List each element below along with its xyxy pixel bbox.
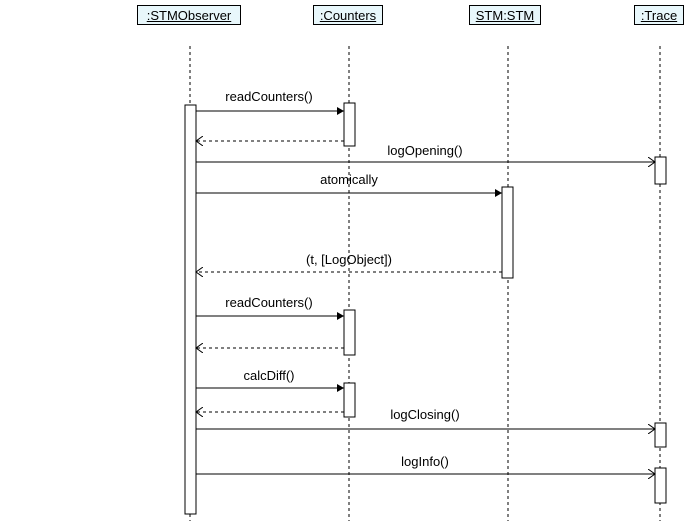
activation-trace-3 <box>654 467 667 504</box>
message-label: logInfo() <box>401 454 449 469</box>
message-label: readCounters() <box>225 295 312 310</box>
message-label: (t, [LogObject]) <box>306 252 392 267</box>
message-label: calcDiff() <box>243 368 294 383</box>
activation-stm <box>501 186 514 279</box>
activation-trace-1 <box>654 156 667 185</box>
lifeline-head-stm[interactable]: STM:STM <box>469 5 541 25</box>
message-label: readCounters() <box>225 89 312 104</box>
activation-counters-3 <box>343 382 356 418</box>
activation-counters-1 <box>343 102 356 147</box>
activation-trace-2 <box>654 422 667 448</box>
message-label: atomically <box>320 172 378 187</box>
message-label: logClosing() <box>390 407 459 422</box>
message-label: logOpening() <box>387 143 462 158</box>
activation-counters-2 <box>343 309 356 356</box>
lifeline-head-trace[interactable]: :Trace <box>634 5 684 25</box>
lifeline-head-observer[interactable]: :STMObserver <box>137 5 241 25</box>
activation-observer <box>184 104 197 515</box>
lifeline-head-counters[interactable]: :Counters <box>313 5 383 25</box>
